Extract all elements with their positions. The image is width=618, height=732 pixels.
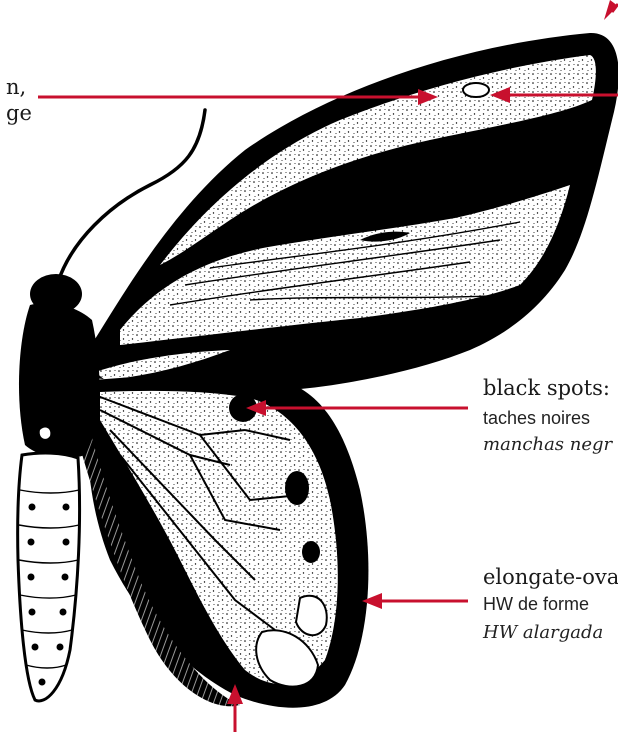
left-label-fragment-line2: ge (6, 100, 32, 126)
forewing-oval-spot (463, 83, 489, 97)
thorax (19, 303, 99, 458)
hindwing-margin-cell-1 (296, 596, 327, 635)
arrow-top-right-head (604, 0, 618, 20)
abdomen (18, 453, 80, 701)
black-spots-label-en: black spots: (483, 376, 610, 400)
black-spots-label-fr: taches noires (483, 407, 590, 429)
elongate-label-es: HW alargada (483, 622, 603, 644)
elongate-label-fr: HW de forme (483, 593, 589, 615)
black-spots-label-es: manchas negr (483, 434, 612, 456)
hindwing-black-spot-3 (302, 541, 320, 563)
hindwing-black-spot-2 (285, 471, 309, 505)
elongate-label-en: elongate-ova (483, 565, 618, 589)
left-label-fragment-line1: n, (6, 74, 26, 100)
